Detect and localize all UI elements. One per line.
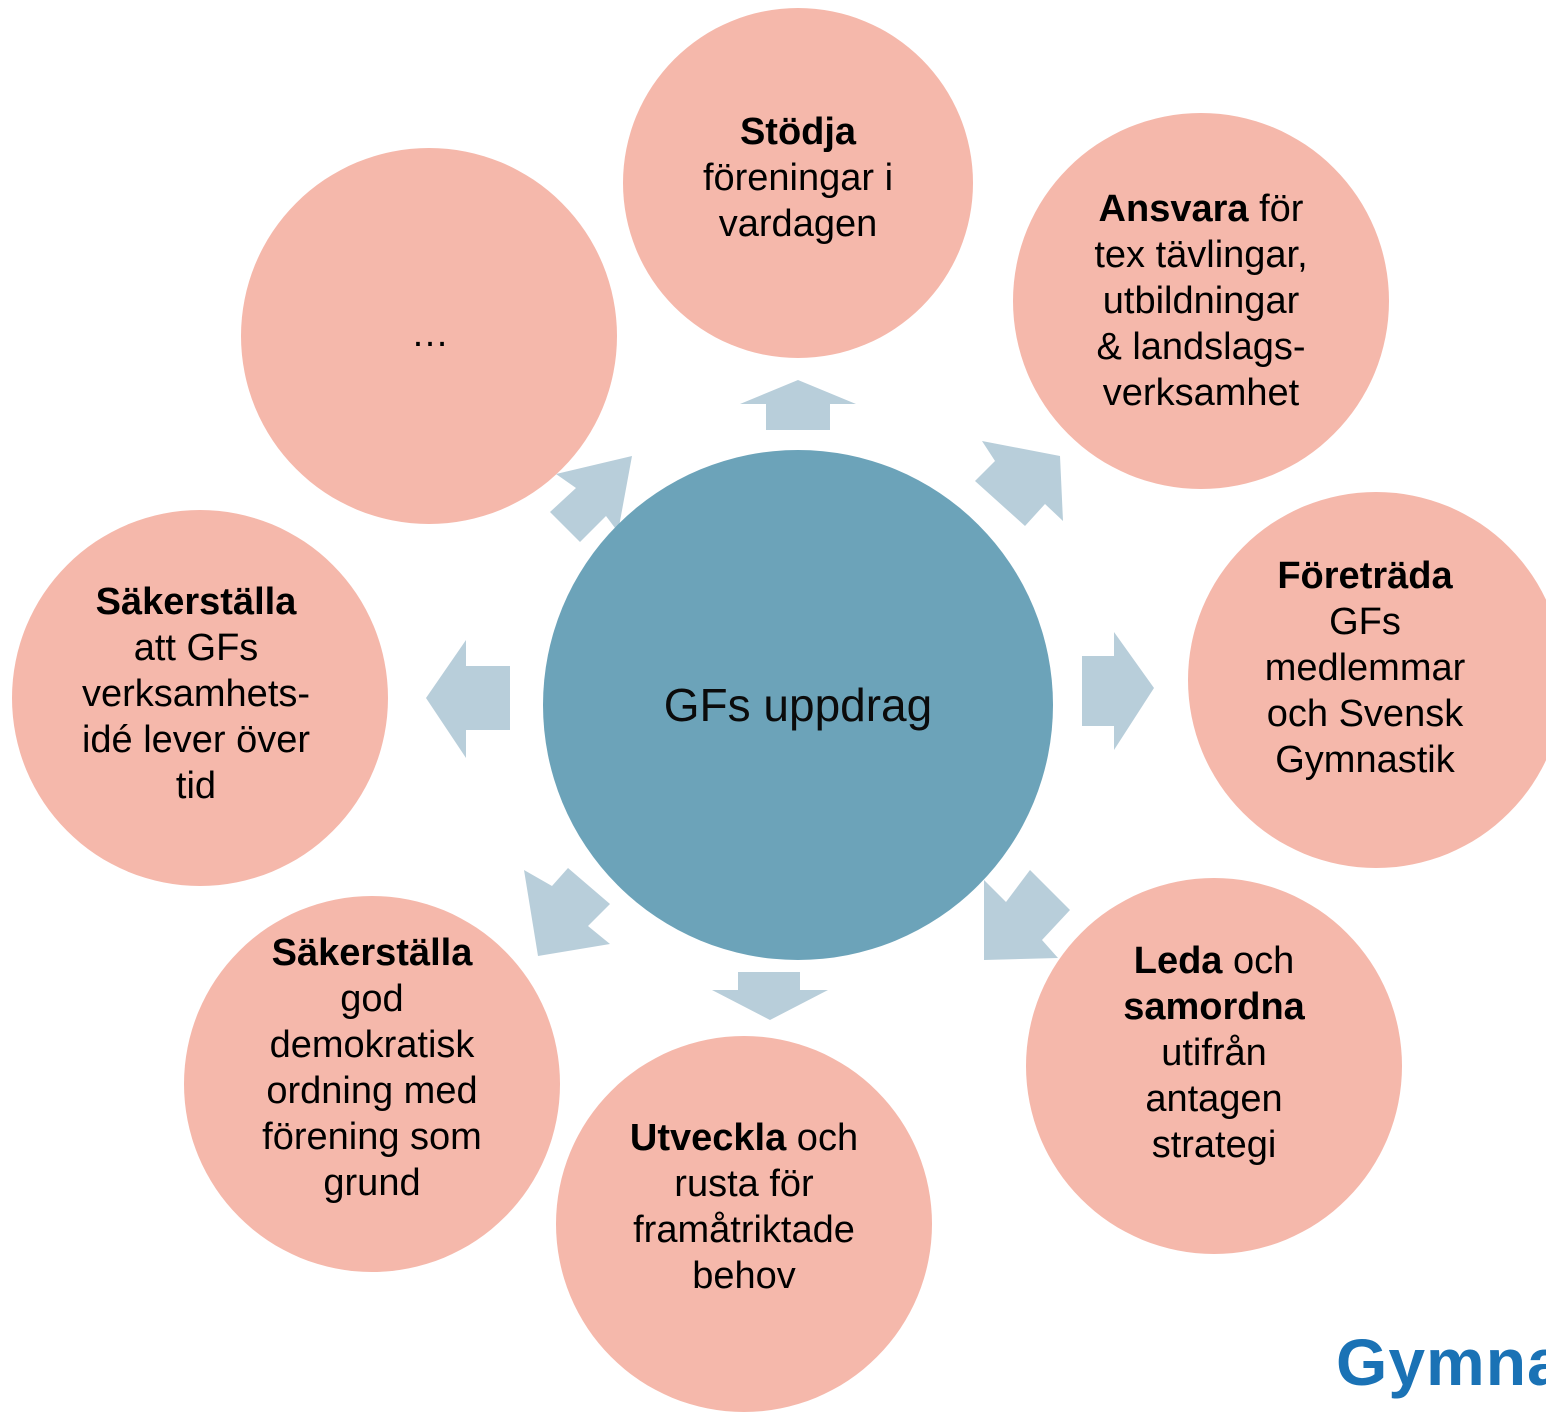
node-text: Gymnastik bbox=[1275, 739, 1455, 781]
node-text-line: Företräda bbox=[1265, 553, 1466, 599]
node-text: och bbox=[786, 1117, 859, 1159]
node-text-line: Säkerställa bbox=[82, 579, 310, 625]
node-text: framåtriktade bbox=[633, 1209, 855, 1251]
node-text-line: förening som bbox=[262, 1114, 482, 1160]
node-text: utbildningar bbox=[1102, 280, 1300, 322]
node-text-line: rusta för bbox=[630, 1161, 858, 1207]
node-text-line: Ansvara för bbox=[1094, 186, 1307, 232]
node-text-line: Leda och bbox=[1123, 938, 1305, 984]
node-text: och Svensk bbox=[1266, 693, 1464, 735]
node-text: att GFs bbox=[133, 627, 259, 669]
node-keyword: Ansvara bbox=[1098, 188, 1249, 230]
node-text: & landslags- bbox=[1096, 326, 1306, 368]
node-text-line: behov bbox=[630, 1253, 858, 1299]
node-text: antagen bbox=[1145, 1078, 1283, 1120]
arrow-to-stodja bbox=[740, 380, 856, 430]
node-text: idé lever över bbox=[81, 719, 311, 761]
node-text: strategi bbox=[1151, 1124, 1277, 1166]
node-text: ordning med bbox=[266, 1070, 478, 1112]
node-text-line: Utveckla och bbox=[630, 1115, 858, 1161]
node-text: vardagen bbox=[718, 203, 878, 245]
node-text: … bbox=[411, 313, 449, 355]
node-text-line: strategi bbox=[1123, 1122, 1305, 1168]
node-text: utifrån bbox=[1161, 1032, 1267, 1074]
node-text: verksamhet bbox=[1102, 372, 1300, 414]
arrow-to-utveckla bbox=[712, 972, 828, 1020]
center-label: GFs uppdrag bbox=[663, 679, 933, 731]
node-text-line: samordna bbox=[1123, 984, 1305, 1030]
node-keyword: Leda bbox=[1133, 940, 1223, 982]
node-text-line: medlemmar bbox=[1265, 645, 1466, 691]
node-text-line: tex tävlingar, bbox=[1094, 232, 1307, 278]
node-text: god bbox=[340, 978, 404, 1020]
arrow-to-sakerstalla-demokrati bbox=[524, 868, 610, 956]
node-text-line: Säkerställa bbox=[262, 930, 482, 976]
node-text-line: utbildningar bbox=[1094, 278, 1307, 324]
node-keyword: Stödja bbox=[739, 111, 857, 153]
node-text: rusta för bbox=[674, 1163, 814, 1205]
node-text: verksamhets- bbox=[81, 673, 311, 715]
node-text: föreningar i bbox=[702, 157, 894, 199]
node-text-line: Gymnastik bbox=[1265, 737, 1466, 783]
node-keyword: Säkerställa bbox=[271, 932, 473, 974]
arrow-to-leda bbox=[984, 870, 1070, 960]
node-text-line: och Svensk bbox=[1265, 691, 1466, 737]
node-text: grund bbox=[323, 1162, 421, 1204]
node-text-line: föreningar i bbox=[703, 155, 893, 201]
gymnastik-logo: Gymna bbox=[1336, 1325, 1546, 1399]
node-text: för bbox=[1248, 188, 1304, 230]
node-text-line: ordning med bbox=[262, 1068, 482, 1114]
node-text: och bbox=[1222, 940, 1295, 982]
arrow-to-sakerstalla-ide bbox=[426, 640, 510, 758]
node-text-line: verksamhets- bbox=[82, 671, 310, 717]
node-text-line: GFs bbox=[1265, 599, 1466, 645]
node-text: förening som bbox=[262, 1116, 482, 1158]
node-text: tid bbox=[175, 765, 217, 807]
node-text-line: vardagen bbox=[703, 201, 893, 247]
node-text: behov bbox=[692, 1255, 796, 1297]
node-keyword: Företräda bbox=[1277, 555, 1453, 597]
node-text: demokratisk bbox=[269, 1024, 475, 1066]
node-text-line: … bbox=[411, 311, 449, 357]
node-keyword: Säkerställa bbox=[95, 581, 297, 623]
node-text-line: god bbox=[262, 976, 482, 1022]
center-node: GFs uppdrag bbox=[543, 450, 1053, 960]
node-text-line: demokratisk bbox=[262, 1022, 482, 1068]
node-text-line: verksamhet bbox=[1094, 370, 1307, 416]
node-text: GFs bbox=[1329, 601, 1401, 643]
node-text-line: antagen bbox=[1123, 1076, 1305, 1122]
node-text-line: grund bbox=[262, 1160, 482, 1206]
node-text-line: tid bbox=[82, 763, 310, 809]
arrow-to-ellipsis bbox=[550, 456, 632, 542]
node-keyword: samordna bbox=[1123, 986, 1305, 1028]
node-text-line: utifrån bbox=[1123, 1030, 1305, 1076]
node-text: tex tävlingar, bbox=[1094, 234, 1308, 276]
node-text-line: Stödja bbox=[703, 109, 893, 155]
node-keyword: Utveckla bbox=[629, 1117, 787, 1159]
node-ellipsis: … bbox=[241, 148, 617, 524]
node-text: medlemmar bbox=[1264, 647, 1466, 689]
arrow-to-ansvara bbox=[975, 441, 1063, 526]
node-text-line: att GFs bbox=[82, 625, 310, 671]
node-text-line: & landslags- bbox=[1094, 324, 1307, 370]
arrow-to-foretrada bbox=[1082, 632, 1154, 750]
node-text-line: framåtriktade bbox=[630, 1207, 858, 1253]
node-text-line: idé lever över bbox=[82, 717, 310, 763]
